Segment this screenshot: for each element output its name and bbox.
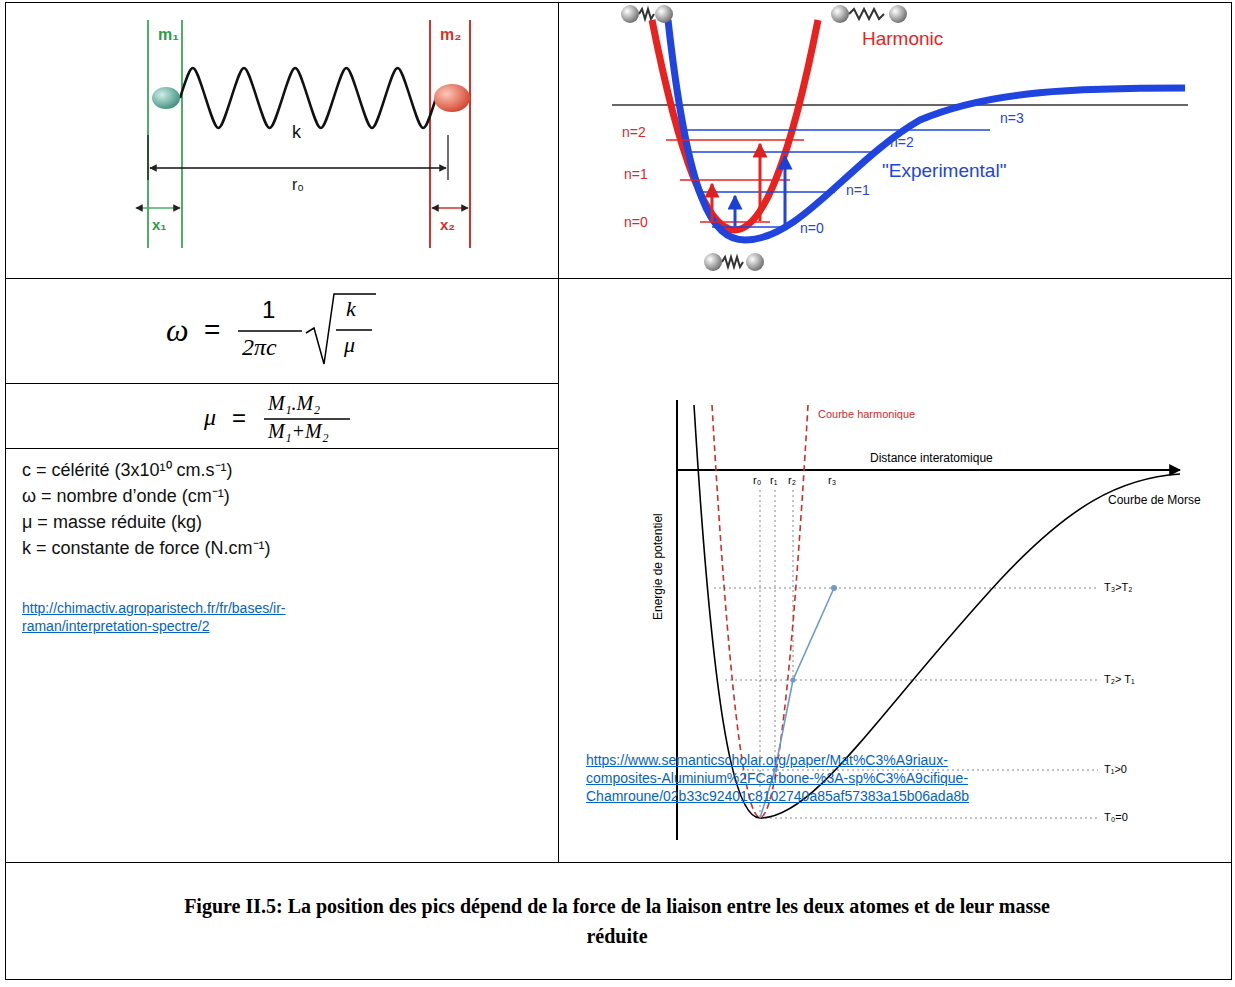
curve-label: Courbe harmonique [818,408,915,421]
formula-symbol: 1 [262,296,275,324]
level-label: n=1 [624,166,648,182]
curve-label: Harmonic [862,28,943,50]
axis-label: Energie de potentiel [652,513,666,620]
source-link: raman/interpretation-spectre/2 [22,618,210,634]
mass-label: m₂ [440,26,461,44]
source-link: http://chimactiv.agroparistech.fr/fr/bas… [22,600,286,616]
distance-label: r₁ [770,474,777,487]
spring-label: k [292,122,301,143]
formula-symbol: = [204,314,220,346]
mass-spring-illustration [136,20,470,248]
mass-label: m₁ [158,26,179,44]
formula-symbol: μ [204,404,216,432]
source-link: https://www.semanticscholar.org/paper/Ma… [586,752,948,768]
formula-symbol: 2πc [242,334,277,362]
formula-symbol: M₁+M₂ [268,420,329,443]
displacement-label: x₂ [440,216,455,233]
source-link: composites-Aluminium%2FCarbone-%3A-sp%C3… [586,770,968,786]
level-label: n=2 [890,134,914,150]
distance-label: r₀ [753,474,761,487]
level-label: n=0 [800,220,824,236]
definition-text: μ = masse réduite (kg) [22,512,202,533]
figure-caption: Figure II.5: La position des pics dépend… [177,891,1057,951]
temperature-label: T₂> T₁ [1104,673,1135,686]
level-label: n=1 [846,182,870,198]
definition-text: k = constante de force (N.cm⁻¹) [22,538,271,559]
table-grid [5,2,1232,980]
displacement-label: x₁ [152,216,167,233]
distance-label: r₂ [788,474,796,487]
definition-text: c = célérité (3x10¹⁰ cm.s⁻¹) [22,460,233,481]
formula-symbol: k [346,296,356,321]
level-label: n=2 [622,124,646,140]
formula-symbol: = [232,404,246,432]
temperature-label: T₀=0 [1104,811,1128,824]
axis-label: Distance interatomique [870,452,993,466]
temperature-label: T₃>T₂ [1104,581,1133,594]
formula-symbol: ω [166,312,189,349]
level-label: n=3 [1000,110,1024,126]
temperature-label: T₁>0 [1104,763,1127,776]
source-link: Chamroune/02b33c92401c8102740a85af57383a… [586,788,969,804]
formula-symbol: M₁.M₂ [268,392,320,415]
potential-wells [612,5,1188,271]
curve-label: "Experimental" [882,160,1006,182]
distance-label: r₀ [292,176,304,194]
formula-strokes [238,294,376,419]
formula-symbol: μ [344,332,355,357]
distance-label: r₃ [828,474,836,487]
definition-text: ω = nombre d’onde (cm⁻¹) [22,486,230,507]
level-label: n=0 [624,214,648,230]
curve-label: Courbe de Morse [1108,494,1201,508]
